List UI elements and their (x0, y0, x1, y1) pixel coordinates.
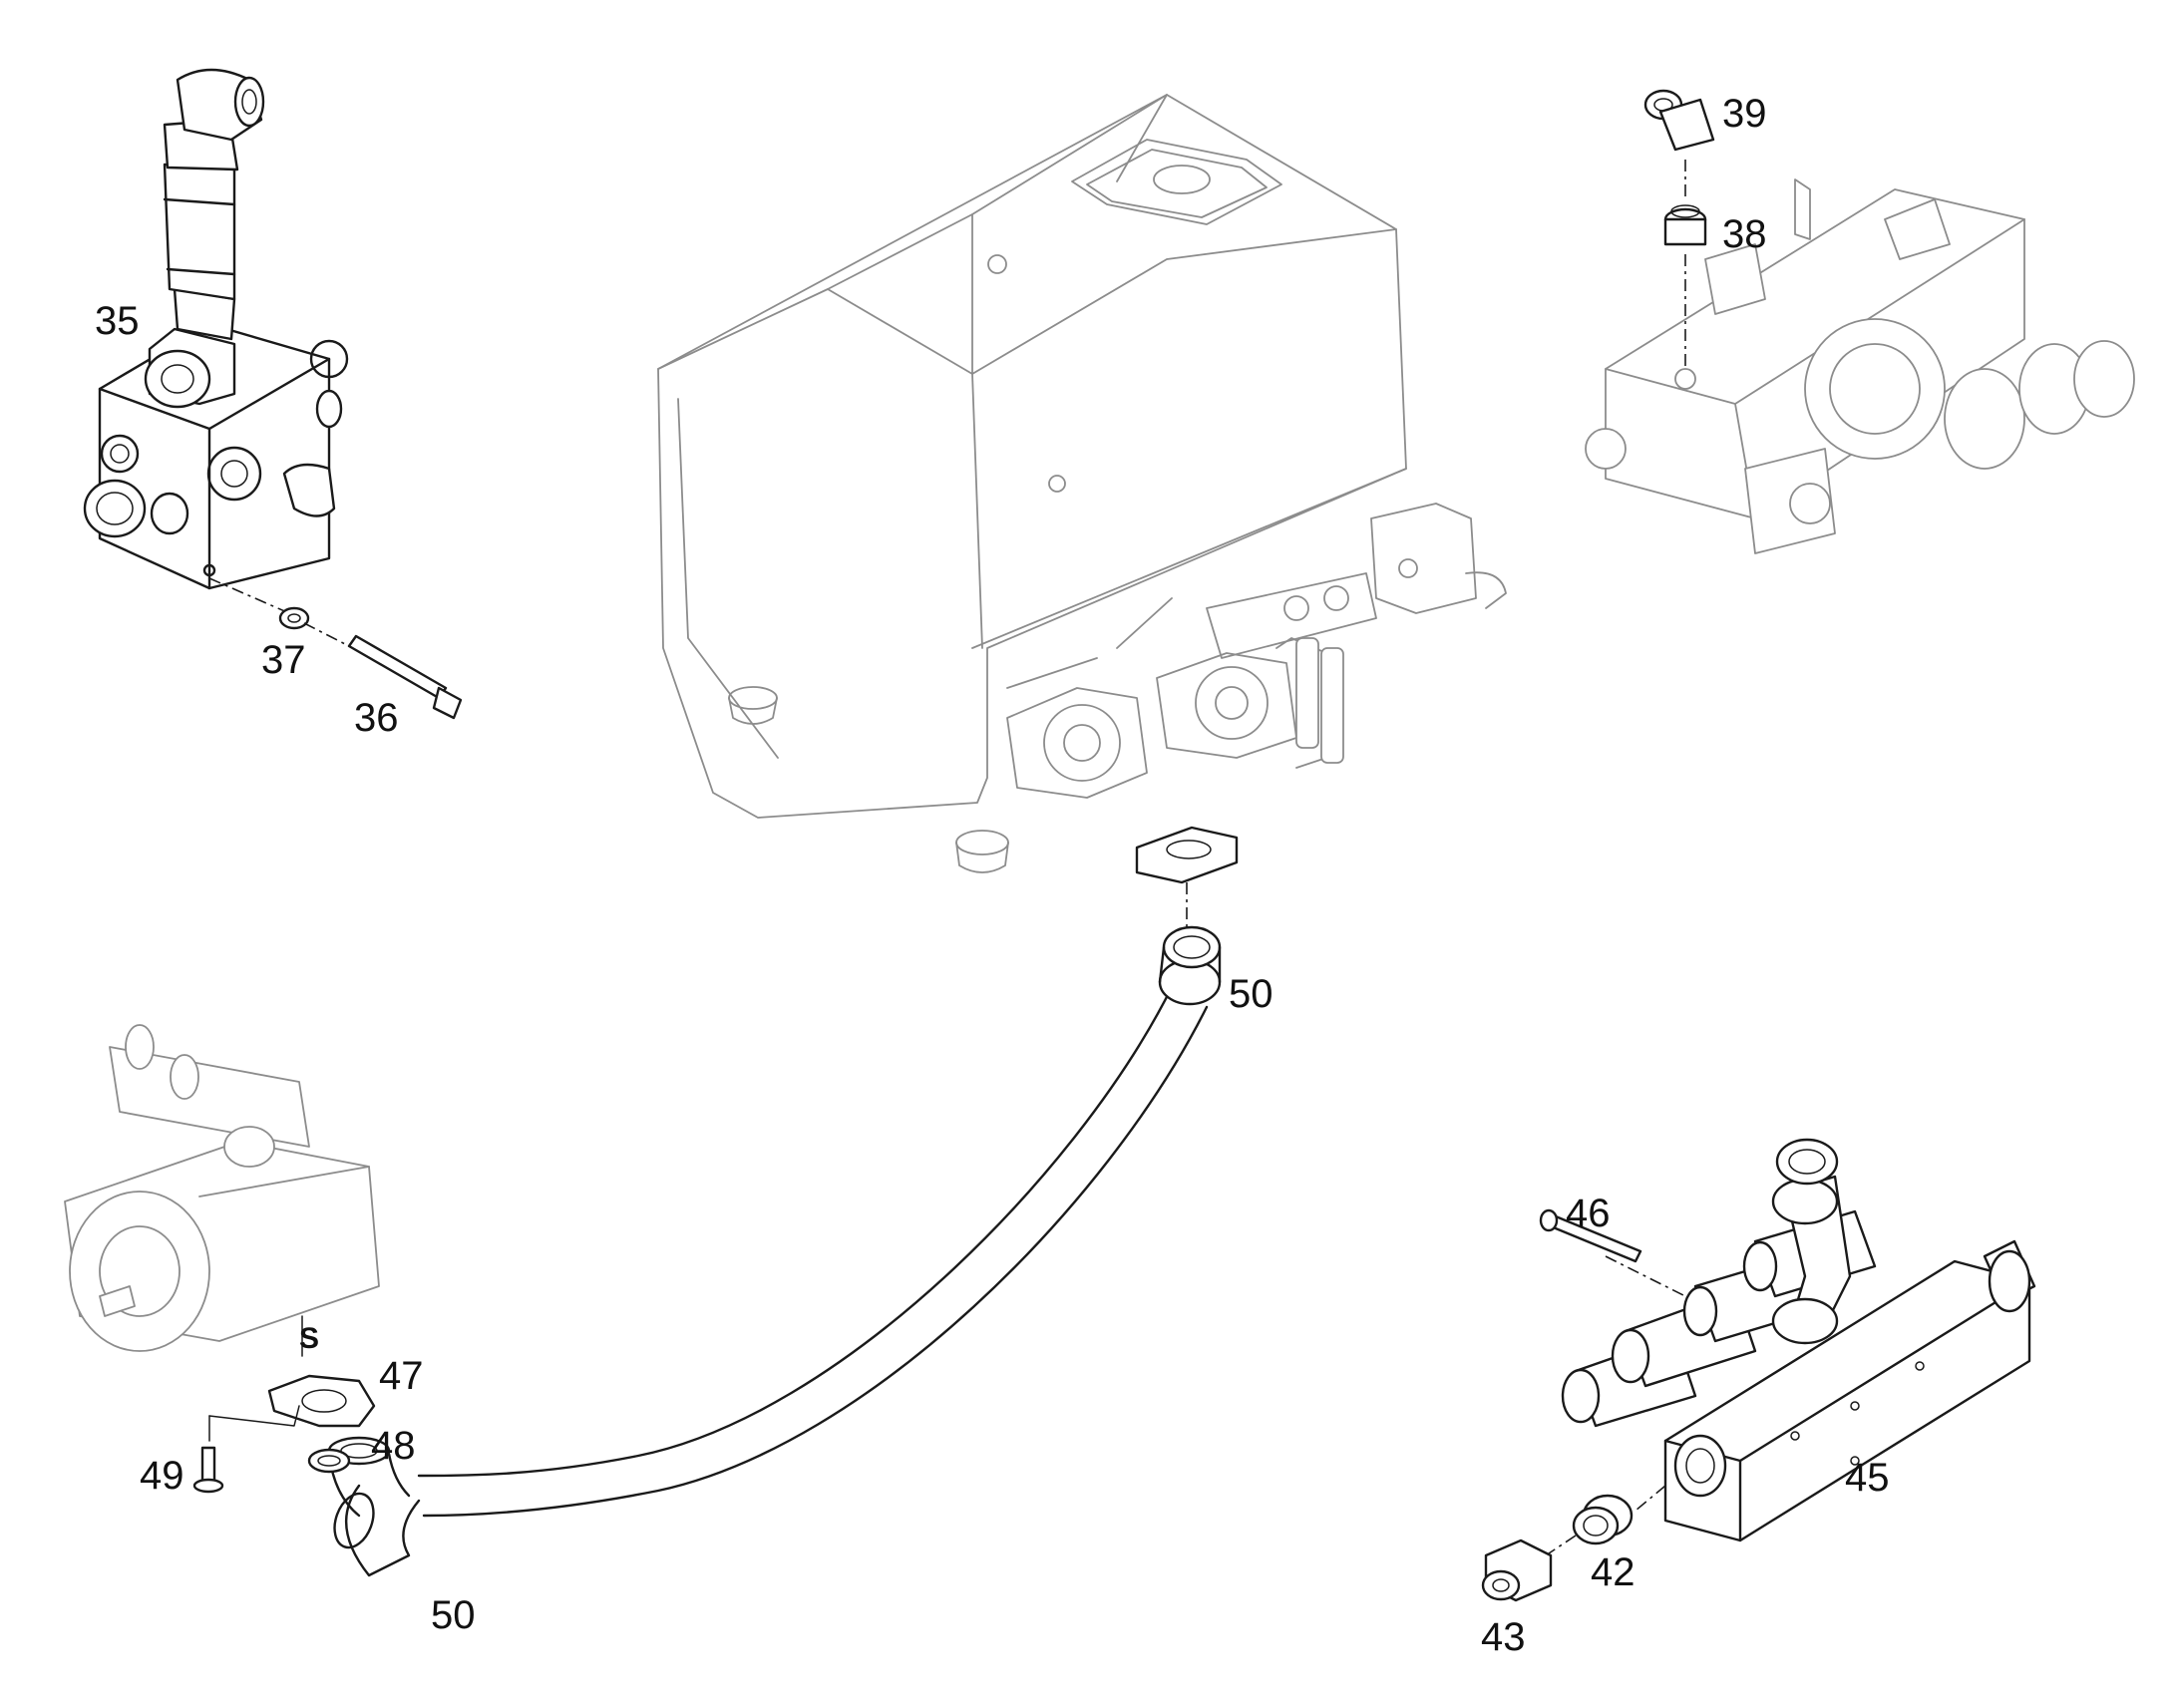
leader-47 (208, 1405, 300, 1427)
callout-42: 42 (1591, 1550, 1635, 1594)
callout-50-top: 50 (1229, 972, 1273, 1016)
bolt-36 (347, 634, 463, 720)
pump-context (64, 1024, 380, 1352)
callout-45: 45 (1845, 1456, 1890, 1500)
leader-46 (1605, 1255, 1686, 1297)
callout-49: 49 (140, 1454, 184, 1498)
bolt-46 (1539, 1208, 1642, 1263)
leader-36 (303, 622, 350, 647)
callout-36: 36 (354, 696, 399, 740)
split-flange-47 (267, 1374, 376, 1428)
cap-43 (1481, 1538, 1553, 1602)
washer-37 (278, 606, 310, 630)
valve-manifold-context (1585, 178, 2135, 554)
valve-block-35 (83, 68, 349, 590)
callout-35: 35 (95, 299, 140, 343)
adapter-42 (1572, 1494, 1634, 1545)
o-ring-48 (307, 1448, 351, 1474)
callout-43: 43 (1481, 1615, 1526, 1659)
elbow-fitting-39 (1643, 89, 1715, 152)
callout-48: 48 (371, 1424, 416, 1468)
leader-37 (208, 577, 290, 614)
bolt-49 (192, 1446, 224, 1494)
hydraulic-tank (657, 94, 1507, 873)
callout-38: 38 (1722, 212, 1767, 256)
suction-hose (327, 925, 1222, 1577)
label-s: S (299, 1322, 319, 1355)
manifold-45 (1561, 1138, 2036, 1542)
flange-clamp (1135, 826, 1239, 884)
adapter-38 (1663, 204, 1707, 246)
leader-42 (1635, 1485, 1666, 1512)
callout-37: 37 (261, 638, 306, 682)
callout-50-bottom: 50 (431, 1593, 476, 1637)
callout-47: 47 (379, 1354, 424, 1398)
s-marker: S (299, 1315, 319, 1357)
leader-43 (1545, 1535, 1577, 1556)
callout-46: 46 (1566, 1192, 1611, 1235)
callout-39: 39 (1722, 92, 1767, 136)
